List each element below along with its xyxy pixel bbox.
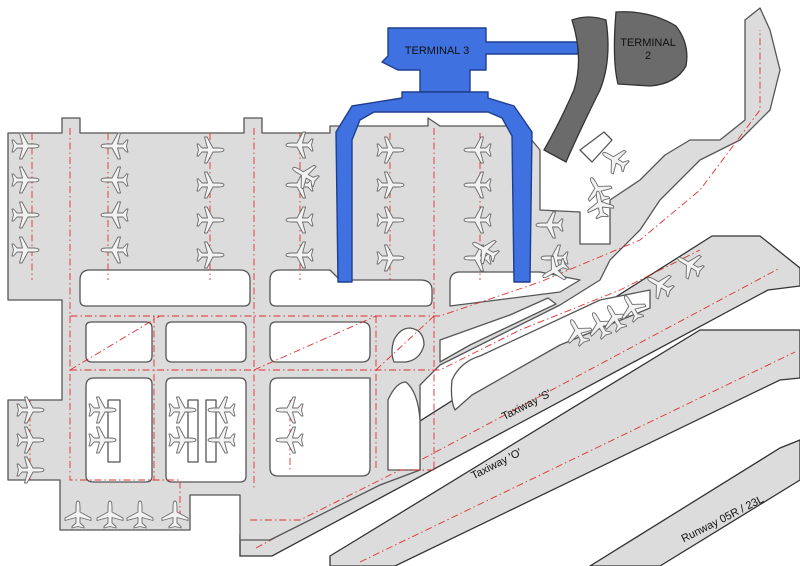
terminal-3-label: TERMINAL 3 bbox=[405, 45, 469, 57]
taxiway-o-strip bbox=[329, 329, 800, 566]
terminal-2-label-line2: 2 bbox=[645, 50, 651, 62]
runway-strip bbox=[588, 439, 800, 566]
terminal-3: TERMINAL 3 bbox=[335, 27, 579, 283]
terminal-2-label-line1: TERMINAL bbox=[620, 37, 676, 49]
terminal-2: TERMINAL 2 bbox=[543, 11, 688, 163]
